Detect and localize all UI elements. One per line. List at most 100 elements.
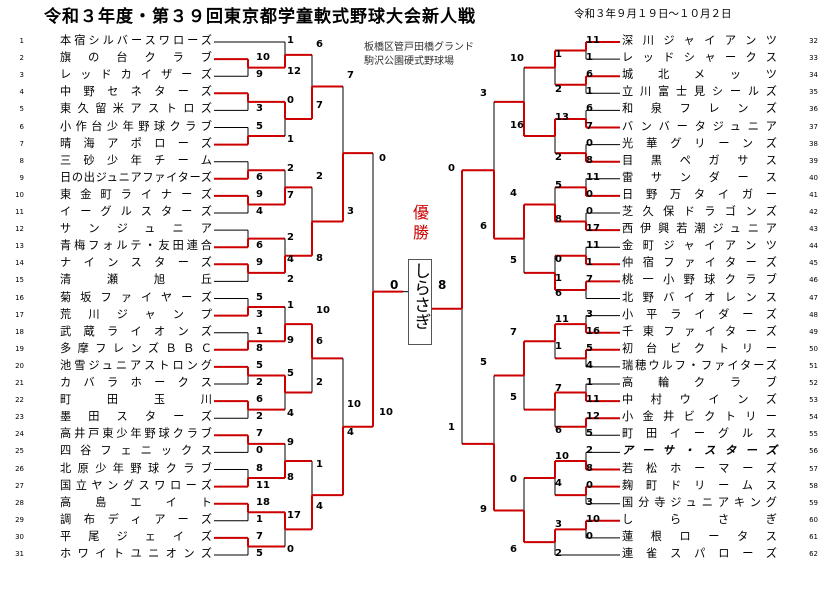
score-L1_y: 5 [256, 359, 263, 371]
score-L1_ae: 7 [256, 428, 263, 440]
score-L1_x: 8 [256, 342, 263, 354]
team-name: 旗の台クラブ [60, 51, 212, 65]
seed-number: 36 [809, 105, 818, 114]
score-L1_ad: 4 [287, 407, 294, 419]
team-name: 千東ファイターズ [622, 324, 777, 338]
score-L2_c: 2 [316, 171, 323, 183]
score-L1_af: 9 [287, 436, 294, 448]
seed-number: 34 [809, 71, 818, 80]
seed-number: 10 [15, 190, 24, 199]
seed-number: 52 [809, 379, 818, 387]
seed-number: 41 [809, 190, 818, 199]
score-R1_aj: 6 [555, 424, 562, 436]
score-L2_g: 2 [316, 376, 323, 388]
score-L1_f: 3 [256, 103, 263, 115]
team-name: 調布ディアーズ [60, 512, 212, 526]
score-R1_e: 1 [586, 86, 593, 98]
venue-2: 駒沢公園硬式野球場 [364, 56, 454, 67]
team-name: 和泉フレンズ [622, 102, 777, 116]
seed-number: 42 [809, 208, 818, 216]
champion-name: しらさぎ [410, 262, 430, 330]
seed-number: 7 [19, 139, 24, 148]
seed-number: 28 [15, 498, 24, 507]
score-R4_b: 1 [448, 421, 455, 433]
score-R1_ag: 11 [586, 394, 600, 406]
team-name: 青梅フォルテ・友田連合 [60, 239, 212, 253]
team-name: 荒川ジャンプ [60, 307, 212, 321]
seed-number: 19 [15, 344, 24, 353]
team-name: レッドカイザーズ [60, 68, 212, 82]
score-R1_ar: 3 [555, 519, 562, 531]
team-name: 目黒ペガサス [622, 153, 777, 167]
score-L1_l: 9 [256, 188, 263, 200]
score-R1_y: 3 [586, 308, 593, 320]
score-L1_ak: 18 [256, 496, 270, 508]
seed-number: 22 [15, 396, 24, 405]
score-F_right: 8 [438, 277, 447, 292]
score-L3_d: 10 [347, 398, 361, 410]
team-name: 連雀スパローズ [622, 547, 777, 560]
seed-number: 29 [15, 515, 24, 524]
seed-number: 58 [809, 481, 818, 490]
score-L1_z: 5 [287, 368, 294, 380]
score-R1_u: 0 [555, 253, 562, 265]
team-name: 雷サンダース [622, 170, 777, 184]
score-L1_ag: 0 [256, 445, 263, 457]
score-L1_c: 12 [287, 65, 301, 77]
team-name: 東金町ライナーズ [60, 187, 212, 201]
score-R2_e: 7 [510, 327, 517, 339]
seed-number: 60 [809, 515, 818, 524]
seed-number: 24 [15, 430, 24, 439]
team-name: 本宿シルバースワローズ [60, 34, 212, 47]
score-R1_ah: 12 [586, 411, 600, 423]
team-name: 東久留米アストロズ [60, 102, 212, 116]
team-name: 芝久保ドラゴンズ [622, 205, 777, 218]
team-name: 若松ホーマーズ [622, 461, 777, 475]
seed-number: 27 [15, 481, 24, 490]
seed-number: 17 [15, 310, 24, 319]
score-R3_b: 6 [480, 220, 487, 232]
score-L2_e: 10 [316, 305, 330, 317]
seed-number: 11 [15, 208, 24, 216]
team-name: 北野バイオレンス [622, 290, 777, 304]
score-L3_c: 4 [347, 426, 354, 438]
team-name: 蓮根ロータス [622, 529, 777, 543]
team-name: 多摩フレンズＢＢＣ [60, 341, 212, 355]
score-L1_ah: 8 [256, 462, 263, 474]
score-R1_k: 8 [586, 154, 593, 166]
seed-number: 14 [15, 259, 24, 268]
seed-number: 20 [15, 361, 24, 370]
score-R1_j: 0 [586, 137, 593, 149]
score-R1_aq: 10 [586, 513, 600, 525]
score-L1_q: 9 [256, 257, 263, 269]
seed-number: 6 [19, 122, 24, 131]
score-R4_a: 0 [448, 163, 455, 175]
score-R2_b: 16 [510, 120, 524, 132]
seed-number: 62 [809, 550, 818, 558]
champion-label: 優勝 [412, 203, 429, 242]
team-name: 仲宿ファイターズ [622, 256, 777, 270]
score-R2_c: 4 [510, 188, 517, 200]
score-L1_j: 6 [256, 171, 263, 183]
team-name: 日野万タイガー [622, 187, 777, 201]
seed-number: 56 [809, 447, 818, 456]
score-R1_al: 10 [555, 450, 569, 462]
team-name: 町田イーグルス [622, 427, 777, 441]
score-R1_s: 11 [586, 240, 600, 252]
score-L2_f: 6 [316, 336, 323, 348]
score-R1_an: 0 [586, 479, 593, 491]
score-R2_f: 5 [510, 391, 517, 403]
team-name: バンバータジュニア [622, 119, 777, 133]
team-name: 高井戸東少年野球クラブ [60, 427, 212, 441]
team-name: 池雪ジュニアストロング [60, 358, 212, 372]
seed-number: 51 [809, 361, 818, 370]
seed-number: 40 [809, 173, 818, 182]
score-R1_m: 11 [586, 171, 600, 183]
team-name: 光華グリーンズ [622, 136, 777, 150]
score-R3_c: 5 [480, 357, 487, 369]
seed-number: 50 [809, 344, 818, 353]
score-R1_i: 13 [555, 111, 569, 123]
seed-number: 37 [809, 122, 818, 131]
seed-number: 45 [809, 259, 818, 268]
